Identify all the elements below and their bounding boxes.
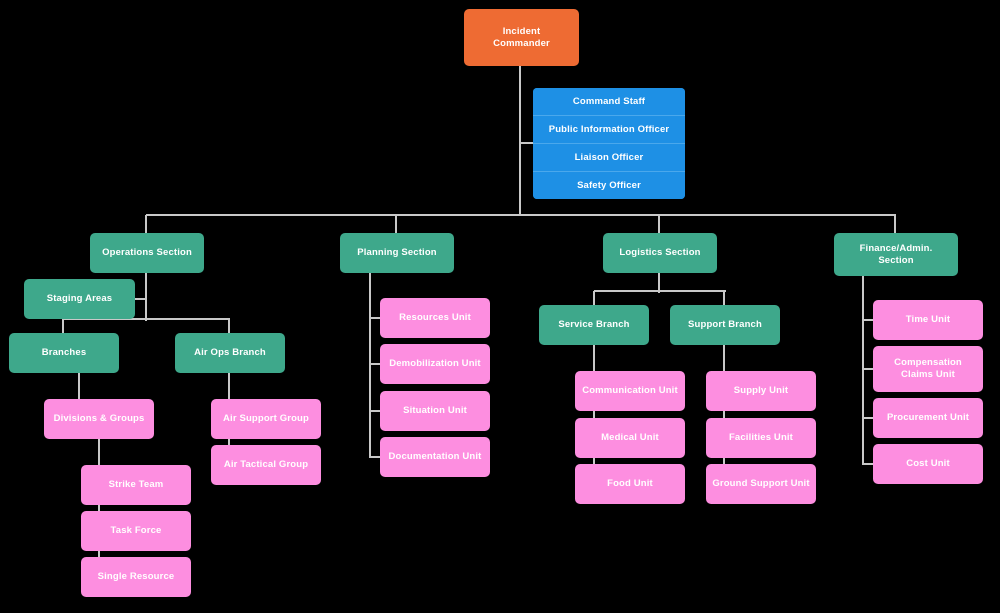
node-label: Food Unit bbox=[607, 478, 653, 490]
node-label: Air Ops Branch bbox=[194, 347, 266, 359]
node-food-unit[interactable]: Food Unit bbox=[575, 464, 685, 504]
staff-row-liaison-officer[interactable]: Liaison Officer bbox=[533, 144, 685, 172]
connector-planning-to-demob bbox=[370, 363, 386, 365]
connector-ops-branch-bus bbox=[63, 318, 230, 320]
node-label: Air Tactical Group bbox=[223, 459, 309, 471]
node-label: Situation Unit bbox=[403, 405, 467, 417]
node-label: Staging Areas bbox=[46, 293, 113, 305]
node-service-branch[interactable]: Service Branch bbox=[539, 305, 649, 345]
connector-ic-trunk bbox=[519, 66, 521, 215]
node-branches[interactable]: Branches bbox=[9, 333, 119, 373]
node-label: Incident Commander bbox=[493, 25, 550, 49]
node-label: Service Branch bbox=[558, 319, 630, 331]
connector-planning-to-documentation bbox=[370, 456, 386, 458]
node-medical-unit[interactable]: Medical Unit bbox=[575, 418, 685, 458]
node-label: Divisions & Groups bbox=[53, 413, 145, 425]
connector-logistics-trunk bbox=[658, 273, 660, 293]
node-staging-areas[interactable]: Staging Areas bbox=[24, 279, 135, 319]
node-finance-admin-section[interactable]: Finance/Admin. Section bbox=[834, 233, 958, 276]
node-label: Resources Unit bbox=[399, 312, 471, 324]
staff-row-label: Command Staff bbox=[572, 96, 646, 107]
connector-finance-trunk bbox=[862, 276, 864, 465]
node-label: Support Branch bbox=[688, 319, 762, 331]
node-label: Procurement Unit bbox=[886, 412, 970, 424]
node-label: Strike Team bbox=[108, 479, 164, 491]
node-label: Logistics Section bbox=[619, 247, 701, 259]
node-time-unit[interactable]: Time Unit bbox=[873, 300, 983, 340]
node-supply-unit[interactable]: Supply Unit bbox=[706, 371, 816, 411]
staff-row-safety-officer[interactable]: Safety Officer bbox=[533, 172, 685, 199]
node-label: Finance/Admin. Section bbox=[859, 242, 933, 266]
node-support-branch[interactable]: Support Branch bbox=[670, 305, 780, 345]
node-resources-unit[interactable]: Resources Unit bbox=[380, 298, 490, 338]
connector-sections-bus bbox=[146, 214, 896, 216]
node-label: Facilities Unit bbox=[728, 432, 793, 444]
connector-logistics-drop-service bbox=[593, 291, 595, 306]
node-label: Cost Unit bbox=[906, 458, 950, 470]
node-ground-support-unit[interactable]: Ground Support Unit bbox=[706, 464, 816, 504]
node-label: Single Resource bbox=[97, 571, 175, 583]
connector-ops-trunk bbox=[145, 273, 147, 321]
node-label: Documentation Unit bbox=[388, 451, 482, 463]
node-label: Branches bbox=[41, 347, 87, 359]
connector-ops-to-staging bbox=[134, 298, 147, 300]
connector-support-trunk bbox=[723, 345, 725, 485]
connector-divgroups-trunk bbox=[98, 439, 100, 578]
node-communication-unit[interactable]: Communication Unit bbox=[575, 371, 685, 411]
node-label: Operations Section bbox=[102, 247, 192, 259]
node-situation-unit[interactable]: Situation Unit bbox=[380, 391, 490, 431]
node-divisions-groups[interactable]: Divisions & Groups bbox=[44, 399, 154, 439]
connector-finance-to-cost bbox=[863, 463, 877, 465]
connector-planning-trunk bbox=[369, 273, 371, 458]
node-task-force[interactable]: Task Force bbox=[81, 511, 191, 551]
connector-finance-to-compensation bbox=[863, 368, 877, 370]
node-label: Air Support Group bbox=[223, 413, 309, 425]
connector-ops-branch-drop-left bbox=[62, 319, 64, 334]
node-air-tactical-group[interactable]: Air Tactical Group bbox=[211, 445, 321, 485]
node-logistics-section[interactable]: Logistics Section bbox=[603, 233, 717, 273]
node-facilities-unit[interactable]: Facilities Unit bbox=[706, 418, 816, 458]
node-operations-section[interactable]: Operations Section bbox=[90, 233, 204, 273]
node-cost-unit[interactable]: Cost Unit bbox=[873, 444, 983, 484]
node-single-resource[interactable]: Single Resource bbox=[81, 557, 191, 597]
connector-finance-to-procurement bbox=[863, 417, 877, 419]
node-documentation-unit[interactable]: Documentation Unit bbox=[380, 437, 490, 477]
connector-logistics-drop-support bbox=[723, 291, 725, 306]
connector-logistics-bus bbox=[594, 290, 726, 292]
node-air-ops-branch[interactable]: Air Ops Branch bbox=[175, 333, 285, 373]
node-planning-section[interactable]: Planning Section bbox=[340, 233, 454, 273]
node-air-support-group[interactable]: Air Support Group bbox=[211, 399, 321, 439]
node-label: Task Force bbox=[110, 525, 162, 537]
connector-ic-to-staff bbox=[520, 142, 534, 144]
node-demobilization-unit[interactable]: Demobilization Unit bbox=[380, 344, 490, 384]
node-label: Demobilization Unit bbox=[389, 358, 481, 370]
node-label: Ground Support Unit bbox=[712, 478, 810, 490]
connector-planning-to-resources bbox=[370, 317, 386, 319]
connector-sections-bus-drop-fin bbox=[894, 215, 896, 234]
node-strike-team[interactable]: Strike Team bbox=[81, 465, 191, 505]
node-label: Compensation Claims Unit bbox=[894, 357, 962, 380]
staff-row-public-information-officer[interactable]: Public Information Officer bbox=[533, 116, 685, 144]
connector-sections-bus-drop-ops bbox=[145, 215, 147, 234]
node-label: Planning Section bbox=[357, 247, 437, 259]
connector-sections-bus-drop-plan bbox=[395, 215, 397, 234]
staff-row-label: Safety Officer bbox=[577, 180, 641, 191]
connector-ops-branch-drop-right bbox=[228, 319, 230, 334]
connector-sections-bus-drop-log bbox=[658, 215, 660, 234]
node-label: Communication Unit bbox=[582, 385, 678, 397]
connector-planning-to-situation bbox=[370, 410, 386, 412]
staff-row-label: Public Information Officer bbox=[548, 124, 670, 135]
staff-row-command-staff[interactable]: Command Staff bbox=[533, 88, 685, 116]
node-incident-commander[interactable]: Incident Commander bbox=[464, 9, 579, 66]
node-label: Medical Unit bbox=[601, 432, 659, 444]
node-label: Supply Unit bbox=[733, 385, 789, 397]
connector-finance-to-time bbox=[863, 319, 877, 321]
node-compensation-claims-unit[interactable]: Compensation Claims Unit bbox=[873, 346, 983, 392]
connector-service-trunk bbox=[593, 345, 595, 485]
node-procurement-unit[interactable]: Procurement Unit bbox=[873, 398, 983, 438]
node-label: Time Unit bbox=[905, 314, 951, 326]
staff-row-label: Liaison Officer bbox=[574, 152, 644, 163]
connector-branches-trunk bbox=[78, 373, 80, 420]
